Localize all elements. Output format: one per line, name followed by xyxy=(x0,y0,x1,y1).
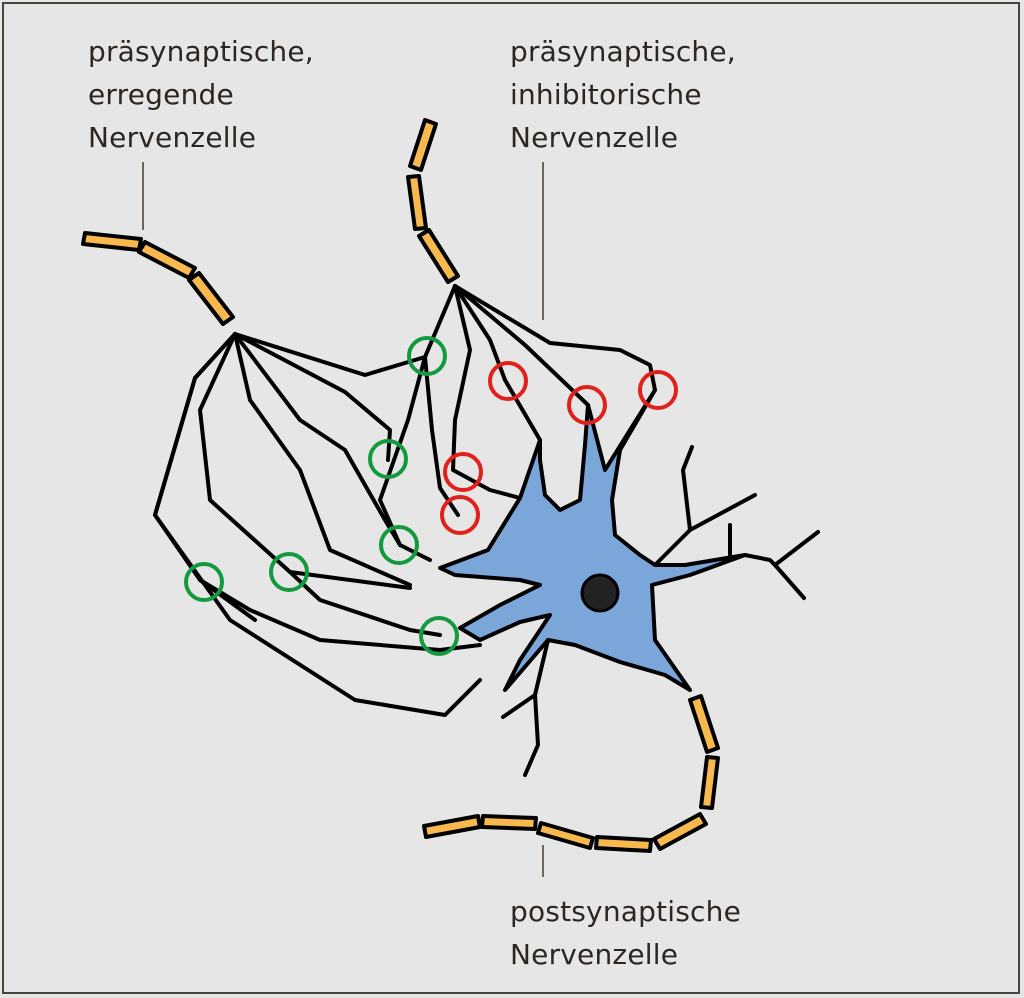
myelin-segment xyxy=(81,231,143,252)
postsynaptic-neuron xyxy=(438,388,820,777)
label-inhibitory-line2: inhibitorische xyxy=(510,78,702,111)
excitatory-synapse xyxy=(407,336,447,376)
excitatory-axon-branches xyxy=(153,332,482,717)
myelin-segment xyxy=(417,228,460,284)
label-inhibitory-line1: präsynaptische, xyxy=(510,35,736,68)
myelin-inhibitory xyxy=(406,118,460,284)
label-excitatory-line3: Nervenzelle xyxy=(88,121,257,154)
postsynaptic-soma xyxy=(438,388,747,692)
label-excitatory-line2: erregende xyxy=(88,78,234,111)
myelin-segment xyxy=(406,174,428,231)
excitatory-synapse xyxy=(419,616,459,656)
dendrite-lower-left-branch xyxy=(523,693,540,777)
inhibitory-synapse xyxy=(488,361,528,401)
inhibitory-synapse xyxy=(443,452,483,492)
label-postsynaptic-line2: Nervenzelle xyxy=(510,938,679,971)
excitatory-synapse xyxy=(368,439,408,479)
excitatory-synapse xyxy=(379,525,419,565)
myelin-postsynaptic xyxy=(422,694,720,853)
myelin-segment xyxy=(422,814,482,839)
myelin-segment xyxy=(699,755,720,810)
excitatory-synapse xyxy=(269,552,309,592)
dendrite-upper-right-branch xyxy=(681,445,694,532)
label-inhibitory-neuron: präsynaptische, inhibitorische Nervenzel… xyxy=(510,30,736,159)
myelin-excitatory xyxy=(81,231,235,326)
dendrite-right-branch2 xyxy=(773,563,806,600)
excitatory-synapse xyxy=(184,562,224,602)
label-postsynaptic-neuron: postsynaptische Nervenzelle xyxy=(510,890,741,976)
myelin-segment xyxy=(652,812,708,851)
label-excitatory-line1: präsynaptische, xyxy=(88,35,314,68)
myelin-segment xyxy=(408,118,438,172)
myelin-segment xyxy=(594,835,653,853)
myelin-segment xyxy=(480,814,538,831)
myelin-segment xyxy=(137,240,197,280)
myelin-segment xyxy=(187,271,235,326)
inhibitory-synapse xyxy=(638,370,678,410)
excitatory-synapses xyxy=(184,336,459,656)
label-excitatory-neuron: präsynaptische, erregende Nervenzelle xyxy=(88,30,314,159)
inhibitory-synapses xyxy=(440,361,678,535)
label-inhibitory-line3: Nervenzelle xyxy=(510,121,679,154)
inhibitory-synapse xyxy=(567,385,607,425)
dendrite-right xyxy=(743,530,820,567)
myelin-segment xyxy=(688,694,720,754)
inhibitory-synapse xyxy=(440,495,480,535)
nucleus xyxy=(580,573,620,613)
myelin-segment xyxy=(536,821,595,850)
label-postsynaptic-line1: postsynaptische xyxy=(510,895,742,928)
